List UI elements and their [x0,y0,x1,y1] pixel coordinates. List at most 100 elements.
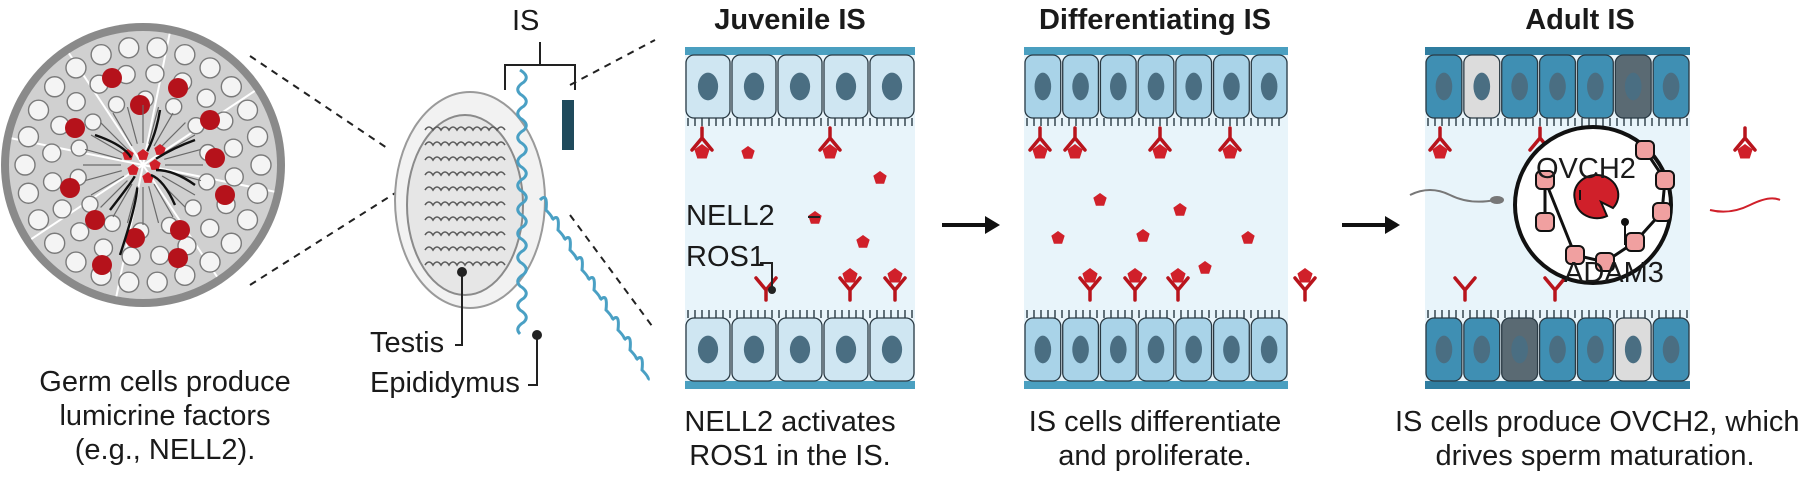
cell-nucleus [1260,335,1278,364]
receptor-arm [690,126,714,152]
receptor-arm [1148,126,1172,152]
germ-cell [236,209,259,231]
receptor-arm [1078,276,1102,302]
ros1-leader [760,262,773,290]
caption-line: lumicrine factors [59,400,271,432]
nell2-factor [1032,144,1048,159]
microvilli [1427,118,1688,126]
receptor-arm [1063,126,1087,152]
cell-nucleus [1109,72,1127,101]
adam3-label: ADAM3 [1564,257,1664,289]
ovch2-enzyme [1573,174,1620,220]
red-germ-cell [92,255,112,275]
differentiating-is-panel [1024,47,1317,389]
caption-line: NELL2 activates [684,406,896,438]
nell2-factor [1173,203,1187,216]
cell-nucleus [1185,335,1203,364]
nell2-factor [1241,231,1255,244]
germ-cell [196,88,216,108]
epididymus-label: Epididymus [370,367,520,399]
is-bracket-label: IS [512,5,540,37]
microvilli [1026,118,1280,126]
adult-is-panel [1409,47,1781,389]
cell-nucleus [1109,335,1127,364]
ovch2-label: OVCH2 [1536,153,1636,185]
nell2-factor [1152,144,1168,159]
germ-cell [43,76,66,98]
testis-leader [455,272,463,346]
ros1-receptor [1218,126,1242,159]
seminiferous-tubules [424,126,506,267]
ros1-receptor [1428,126,1452,159]
germ-cell [43,232,66,254]
caption-adult: IS cells produce OVCH2, which drives spe… [1395,405,1800,473]
sperm-tail [153,183,174,218]
basement-membrane [1024,381,1288,389]
sperm-tail [164,148,202,160]
microvilli [1026,310,1280,318]
germ-cell [90,43,112,66]
cell-nucleus [835,335,857,364]
cell-nucleus [1223,335,1240,364]
ros1-receptor [1078,268,1102,302]
basement-membrane [1425,381,1690,389]
ros1-receptor [883,268,907,302]
nell2-label: NELL2 [686,200,775,232]
caption-line: IS cells produce OVCH2, which [1395,406,1800,438]
sperm-tail [84,170,122,182]
germ-cell [174,264,196,287]
adam3-bead [1565,245,1585,265]
caption-juvenile: NELL2 activates ROS1 in the IS. [680,405,900,473]
cell-nucleus [697,335,719,364]
cell-nucleus [743,72,765,101]
progression-arrowhead [1385,216,1400,234]
cell-nucleus [789,72,811,101]
germ-cell [223,138,244,158]
nell2-factor [741,146,755,159]
red-germ-cell [215,185,235,205]
germ-cell [250,154,272,176]
adam3-bead [1635,140,1655,160]
receptor-arm [1123,276,1147,302]
nell2-factor [1222,144,1238,159]
sperm-tail [100,180,128,208]
nell2-factor [873,171,887,184]
germ-cell [150,245,170,266]
cell-nucleus [1147,72,1165,101]
cell-nucleus [1435,335,1453,364]
basement-membrane [1024,47,1288,55]
secretion-arrow [109,175,136,211]
ros1-label: ROS1 [686,241,765,273]
red-germ-cell [65,118,85,138]
germ-cell [236,99,259,121]
cell-nucleus [1185,72,1203,101]
basement-membrane [685,47,915,55]
progression-arrowhead [985,216,1000,234]
adam3-bead [1595,252,1615,272]
adam3-bead [1625,232,1645,252]
leader-dot [768,286,776,294]
ros1-receptor [1453,276,1477,302]
leader-dot [532,330,542,340]
cell-nucleus [1473,335,1491,364]
nell2-factor [1082,268,1098,283]
cell-nucleus [1511,335,1528,364]
leader-dot [1621,218,1629,226]
seminiferous-tubule [1,23,285,307]
germ-cell [66,92,86,112]
nell2-factor [1127,268,1143,283]
red-germ-cell [168,78,188,98]
cell-nucleus [1147,335,1165,364]
sperm-tail [112,183,133,218]
nell2-factor [137,149,149,160]
ros1-receptor [1543,276,1567,302]
zoom-connector [249,55,401,286]
ros1-receptor [818,126,842,159]
secretion-arrow [155,168,196,186]
cell-nucleus [1624,335,1642,364]
top-cell-row [685,54,915,126]
germ-cell [52,199,72,219]
is-bracket [504,42,576,90]
top-cell-row [1024,54,1288,126]
sperm-tail [112,112,133,147]
